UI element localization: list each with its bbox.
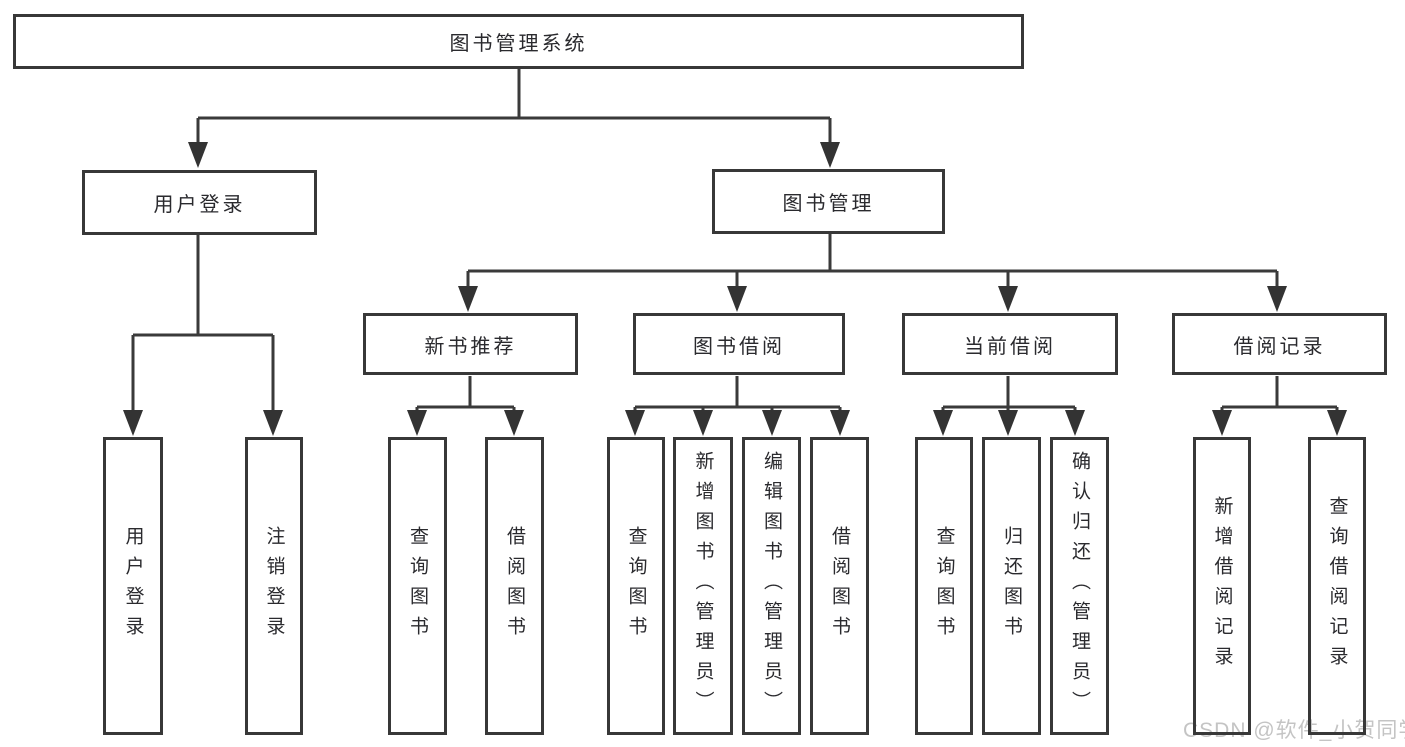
leaf-newbooks-borrow-books: 借阅图书 xyxy=(485,437,544,735)
arrow-down-icon xyxy=(1267,286,1287,312)
arrow-down-icon xyxy=(1327,410,1347,436)
arrow-down-icon xyxy=(1065,410,1085,436)
arrow-down-icon xyxy=(998,286,1018,312)
leaf-label: 归还图书 xyxy=(1001,526,1022,646)
leaf-label: 借阅图书 xyxy=(504,526,525,646)
leaf-label: 用户登录 xyxy=(122,526,144,646)
node-current-borrowing: 当前借阅 xyxy=(902,313,1118,375)
leaf-current-confirm-return-admin: 确认归还（管理员） xyxy=(1050,437,1109,735)
leaf-label: 新增借阅记录 xyxy=(1211,496,1233,676)
leaf-current-return-books: 归还图书 xyxy=(982,437,1041,735)
leaf-borrow-add-books-admin: 新增图书（管理员） xyxy=(673,437,733,735)
arrow-down-icon xyxy=(998,410,1018,436)
arrow-down-icon xyxy=(762,410,782,436)
arrow-down-icon xyxy=(188,142,208,168)
node-library-management-system: 图书管理系统 xyxy=(13,14,1024,69)
leaf-borrow-query-books: 查询图书 xyxy=(607,437,665,735)
node-new-book-recommend: 新书推荐 xyxy=(363,313,578,375)
connector-bookborrow-to-leaves xyxy=(633,376,842,413)
leaf-label: 查询图书 xyxy=(407,526,428,646)
leaf-borrow-edit-books-admin: 编辑图书（管理员） xyxy=(742,437,801,735)
leaf-label: 确认归还（管理员） xyxy=(1069,451,1090,721)
leaf-newbooks-query-books: 查询图书 xyxy=(388,437,447,735)
leaf-logout: 注销登录 xyxy=(245,437,303,735)
node-book-borrowing: 图书借阅 xyxy=(633,313,845,375)
arrow-down-icon xyxy=(407,410,427,436)
leaf-records-add-record: 新增借阅记录 xyxy=(1193,437,1251,735)
leaf-label: 查询图书 xyxy=(933,526,955,646)
arrow-down-icon xyxy=(727,286,747,312)
connector-userlogin-to-leaves xyxy=(131,235,275,413)
leaf-label: 借阅图书 xyxy=(829,526,850,646)
arrow-down-icon xyxy=(123,410,143,436)
connector-borrowrecords-to-leaves xyxy=(1220,376,1339,413)
connector-newbooks-to-leaves xyxy=(415,376,516,413)
leaf-label: 查询图书 xyxy=(625,526,647,646)
leaf-label: 编辑图书（管理员） xyxy=(761,451,782,721)
csdn-watermark: CSDN @软件_小贺同学 xyxy=(1183,719,1405,742)
arrow-down-icon xyxy=(504,410,524,436)
leaf-borrow-borrow-books: 借阅图书 xyxy=(810,437,869,735)
node-book-management: 图书管理 xyxy=(712,169,945,234)
arrow-down-icon xyxy=(693,410,713,436)
leaf-user-login: 用户登录 xyxy=(103,437,163,735)
arrow-down-icon xyxy=(263,410,283,436)
arrow-down-icon xyxy=(830,410,850,436)
connector-root-to-level2 xyxy=(196,69,832,144)
leaf-label: 查询借阅记录 xyxy=(1326,496,1348,676)
connector-currentborrow-to-leaves xyxy=(941,376,1077,413)
node-borrowing-records: 借阅记录 xyxy=(1172,313,1387,375)
arrow-down-icon xyxy=(820,142,840,168)
leaf-label: 新增图书（管理员） xyxy=(692,451,714,721)
connector-bookmgmt-to-level3 xyxy=(466,234,1279,289)
leaf-current-query-books: 查询图书 xyxy=(915,437,973,735)
arrow-down-icon xyxy=(458,286,478,312)
node-user-login: 用户登录 xyxy=(82,170,317,235)
arrow-down-icon xyxy=(933,410,953,436)
leaf-label: 注销登录 xyxy=(263,526,285,646)
leaf-records-query-record: 查询借阅记录 xyxy=(1308,437,1366,735)
arrow-down-icon xyxy=(625,410,645,436)
arrow-down-icon xyxy=(1212,410,1232,436)
